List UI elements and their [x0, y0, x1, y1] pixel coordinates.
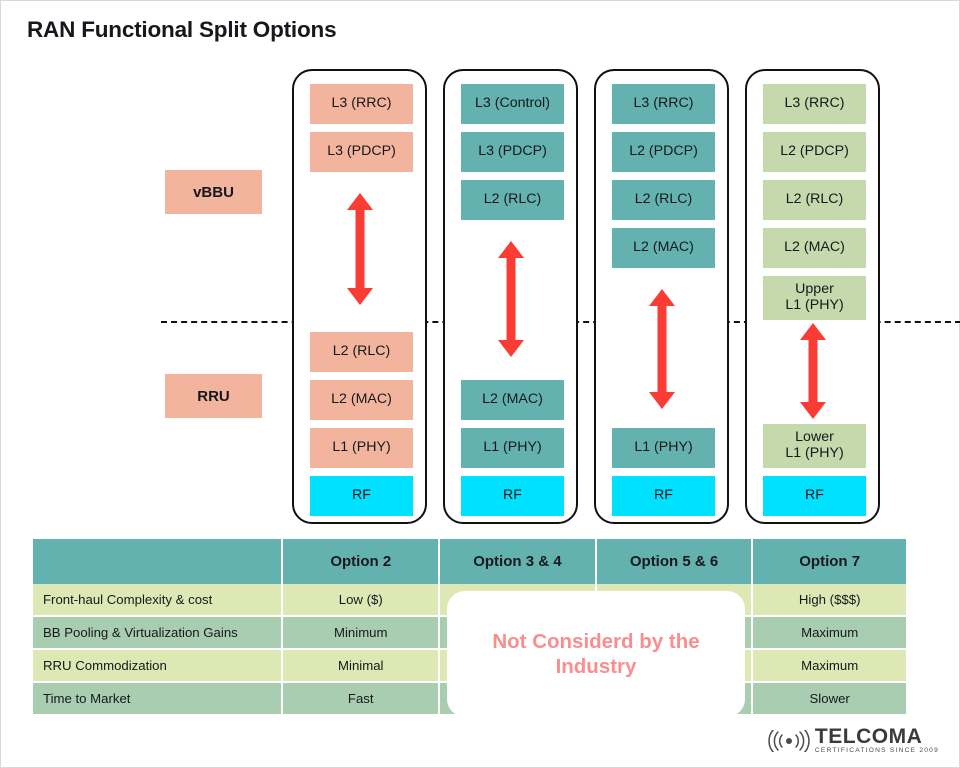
split-arrow	[799, 323, 826, 419]
split-arrow	[346, 193, 373, 305]
logo-tagline: CERTIFICATIONS SINCE 2009	[814, 747, 939, 755]
table-cell: High ($$$)	[753, 584, 906, 615]
table-cell: Minimal	[283, 650, 439, 681]
layer-box: L2 (RLC)	[763, 180, 866, 220]
layer-box: L2 (PDCP)	[612, 132, 715, 172]
layer-box: L3 (RRC)	[612, 84, 715, 124]
table-row-label: RRU Commodization	[33, 650, 282, 681]
layer-box: L2 (MAC)	[612, 228, 715, 268]
table-cell: Low ($)	[283, 584, 439, 615]
layer-box: L1 (PHY)	[310, 428, 413, 468]
layer-box: L3 (RRC)	[310, 84, 413, 124]
layer-box: L2 (RLC)	[461, 180, 564, 220]
split-arrow	[648, 289, 675, 409]
split-column-option-5-6: L3 (RRC) L2 (PDCP) L2 (RLC) L2 (MAC) L1 (PHY…	[594, 69, 729, 524]
table-header-option-3-4: Option 3 & 4	[440, 539, 595, 584]
not-considered-note: Not Considerd by the Industry	[447, 591, 745, 717]
layer-box: L1 (PHY)	[612, 428, 715, 468]
table-header-option-5-6: Option 5 & 6	[596, 539, 752, 584]
layer-box: RF	[763, 476, 866, 516]
page-title: RAN Functional Split Options	[27, 17, 337, 42]
logo-text-block: TELCOMA CERTIFICATIONS SINCE 2009	[815, 726, 939, 755]
table-cell: Maximum	[753, 650, 906, 681]
side-label-vbbu: vBBU	[165, 170, 262, 214]
table-row-label: BB Pooling & Virtualization Gains	[33, 617, 282, 648]
table-cell: Maximum	[753, 617, 906, 648]
layer-box: L2 (PDCP)	[763, 132, 866, 172]
layer-box: RF	[612, 476, 715, 516]
layer-box: L3 (Control)	[461, 84, 564, 124]
signal-wave-icon	[768, 729, 810, 752]
split-column-option-2: L3 (RRC) L3 (PDCP) L2 (RLC) L2 (MAC) L1 (PHY…	[292, 69, 427, 524]
table-header-option-2: Option 2	[283, 539, 439, 584]
layer-box: L3 (PDCP)	[461, 132, 564, 172]
logo-name: TELCOMA	[814, 725, 923, 749]
table-header-row: Option 2 Option 3 & 4 Option 5 & 6 Optio…	[33, 539, 906, 584]
layer-box: L2 (MAC)	[763, 228, 866, 268]
layer-box: RF	[461, 476, 564, 516]
table-header-blank	[33, 539, 282, 584]
table-row-label: Time to Market	[33, 683, 282, 714]
table-cell: Fast	[283, 683, 439, 714]
table-header-option-7: Option 7	[753, 539, 906, 584]
layer-box: L2 (RLC)	[310, 332, 413, 372]
table-row-label: Front-haul Complexity & cost	[33, 584, 282, 615]
table-cell: Slower	[753, 683, 906, 714]
table-cell: Minimum	[283, 617, 439, 648]
layer-box: L2 (MAC)	[310, 380, 413, 420]
side-label-rru: RRU	[165, 374, 262, 418]
layer-box: L3 (PDCP)	[310, 132, 413, 172]
split-arrow	[497, 241, 524, 357]
layer-box: RF	[310, 476, 413, 516]
layer-box: L2 (MAC)	[461, 380, 564, 420]
layer-box: L3 (RRC)	[763, 84, 866, 124]
split-column-option-3-4: L3 (Control) L3 (PDCP) L2 (RLC) L2 (MAC) L1 …	[443, 69, 578, 524]
layer-box: L1 (PHY)	[461, 428, 564, 468]
telcoma-logo: TELCOMA CERTIFICATIONS SINCE 2009	[768, 726, 939, 755]
layer-box: L2 (RLC)	[612, 180, 715, 220]
